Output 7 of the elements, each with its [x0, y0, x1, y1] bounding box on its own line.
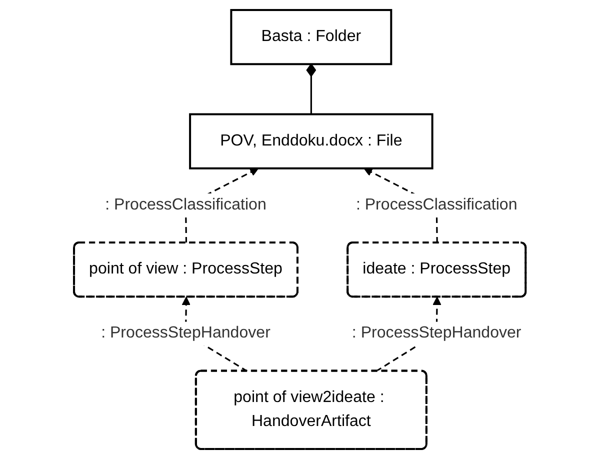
connector [306, 63, 316, 114]
node-box: POV, Enddoku.docx : File [188, 113, 433, 170]
node-box: Basta : Folder [230, 9, 392, 66]
edge-label: : ProcessStepHandover [352, 324, 521, 342]
edge-label: : ProcessClassification [104, 196, 266, 214]
edge-label: : ProcessClassification [356, 196, 517, 214]
edge-label: : ProcessStepHandover [100, 324, 270, 342]
